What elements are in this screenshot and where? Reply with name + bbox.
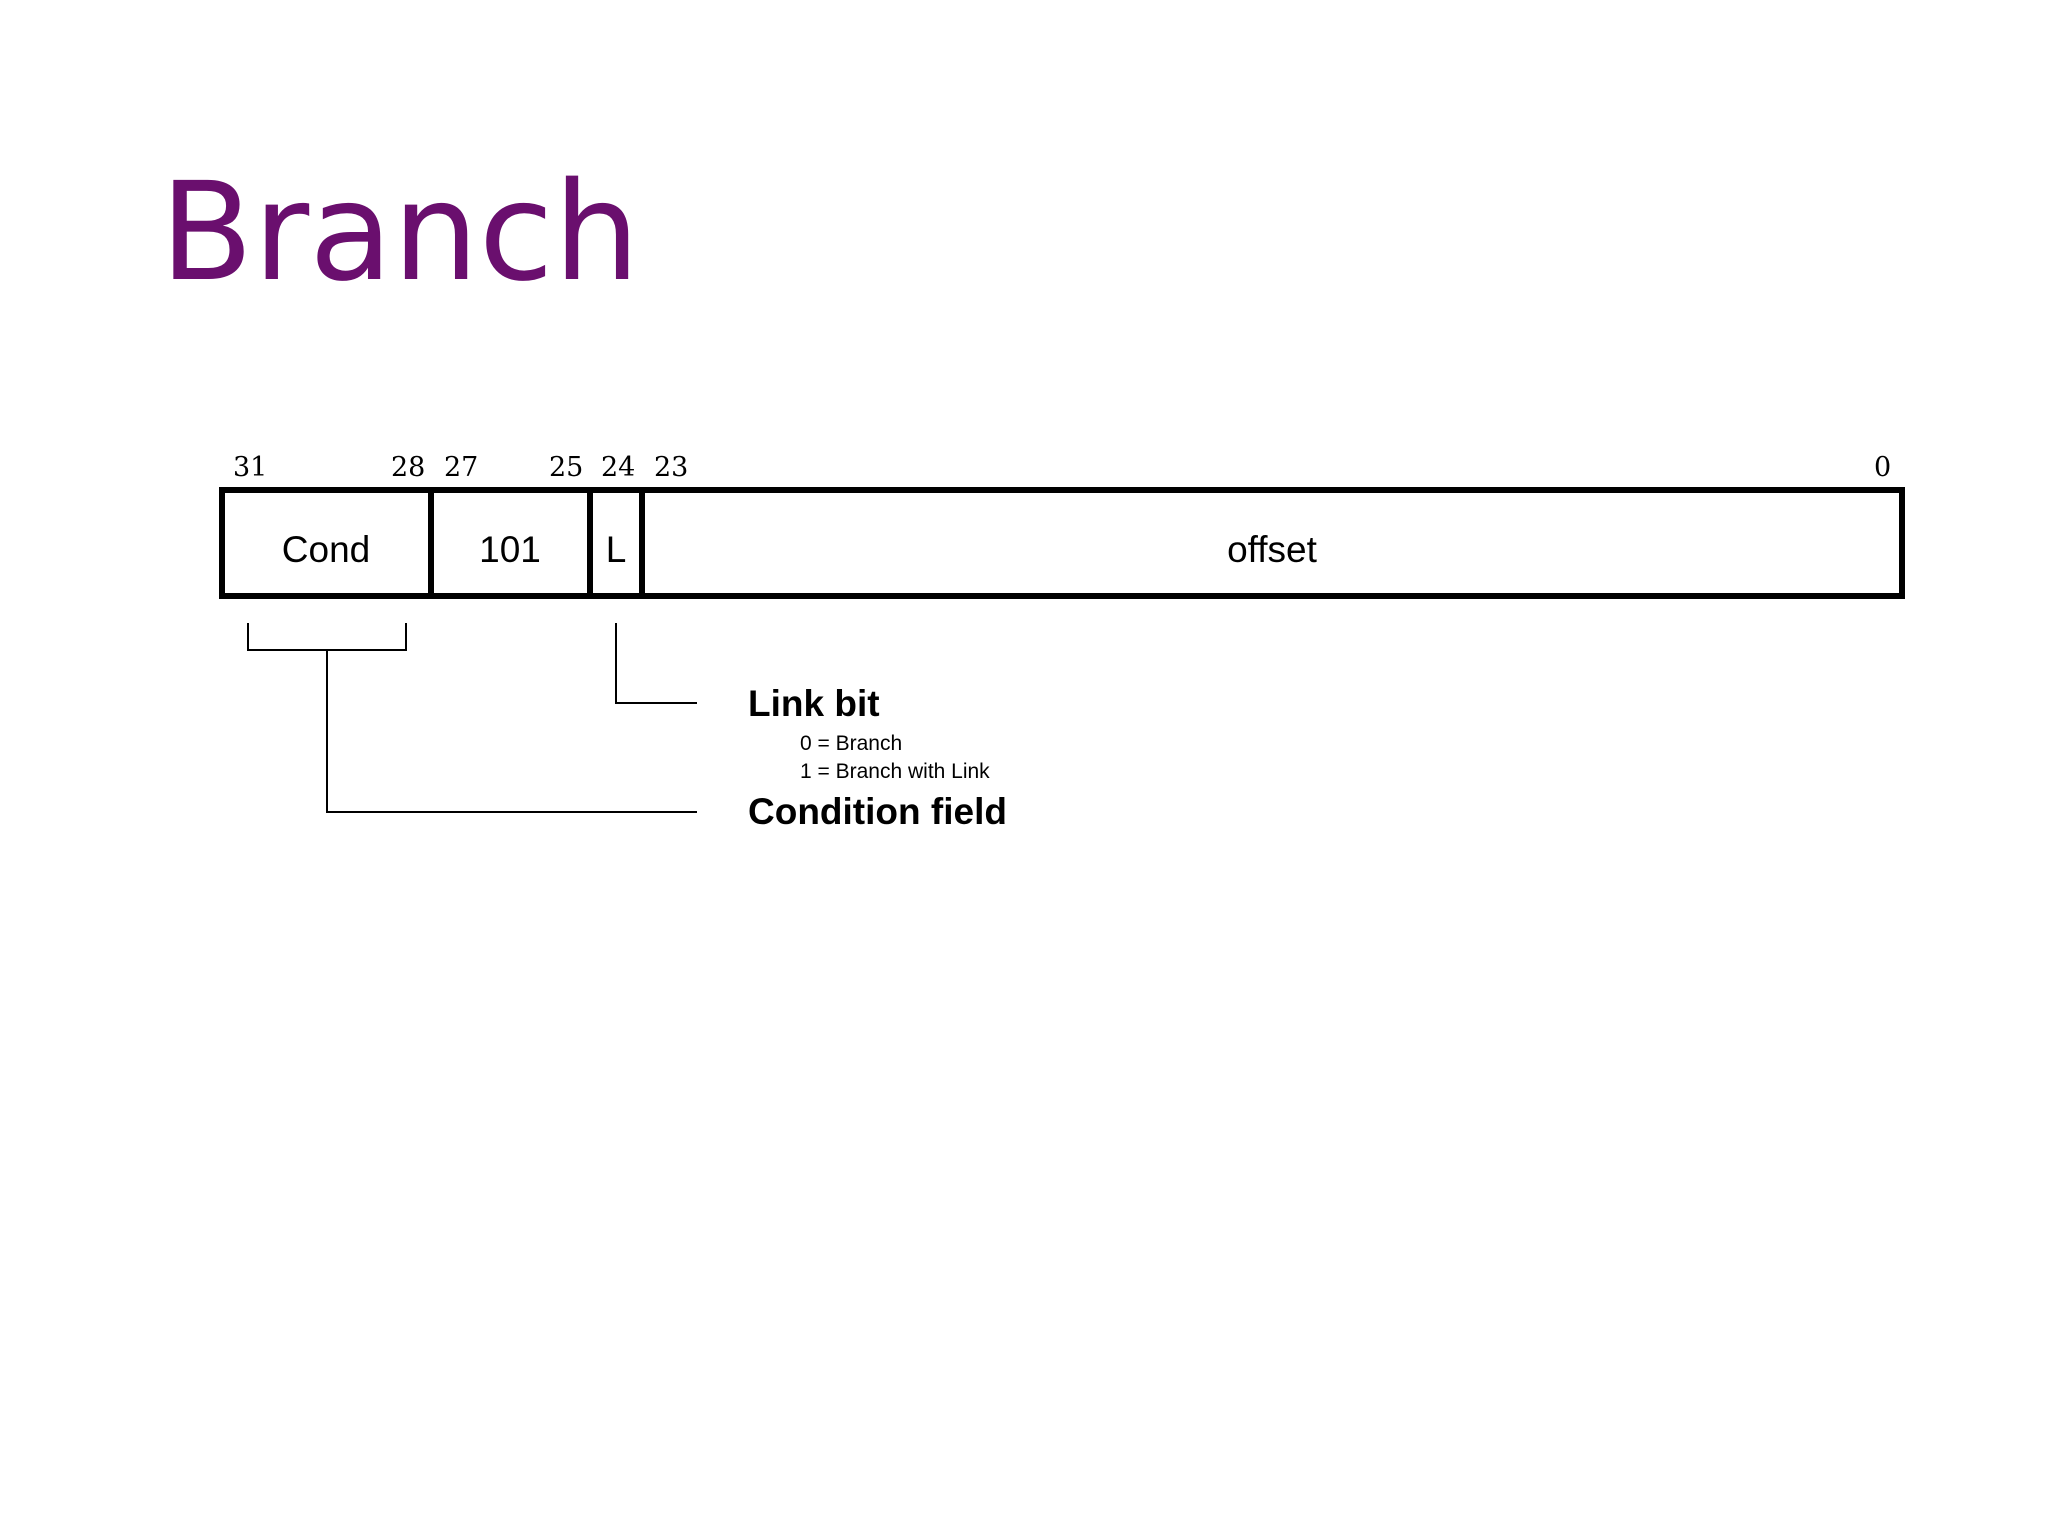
link-bit-value-1: 1 = Branch with Link xyxy=(800,760,990,783)
field-cond: Cond xyxy=(282,529,370,570)
bit-number-31: 31 xyxy=(233,452,267,483)
bit-number-23: 23 xyxy=(654,452,688,483)
bit-number-0: 0 xyxy=(1874,452,1891,483)
link-bit-value-0: 0 = Branch xyxy=(800,732,902,755)
bit-number-28: 28 xyxy=(391,452,425,483)
slide-title: Branch xyxy=(160,154,640,312)
link-bit-heading: Link bit xyxy=(748,683,880,724)
instruction-word-box xyxy=(219,487,1905,599)
bit-number-27: 27 xyxy=(444,452,478,483)
field-offset: offset xyxy=(1227,529,1318,570)
link-bit-connector xyxy=(615,623,697,704)
field-opcode: 101 xyxy=(479,529,541,570)
bit-number-25: 25 xyxy=(549,452,583,483)
field-link: L xyxy=(606,529,627,570)
condition-field-heading: Condition field xyxy=(748,791,1007,832)
bit-number-24: 24 xyxy=(601,452,635,483)
condition-field-bracket xyxy=(247,623,407,651)
condition-field-connector xyxy=(326,650,697,813)
